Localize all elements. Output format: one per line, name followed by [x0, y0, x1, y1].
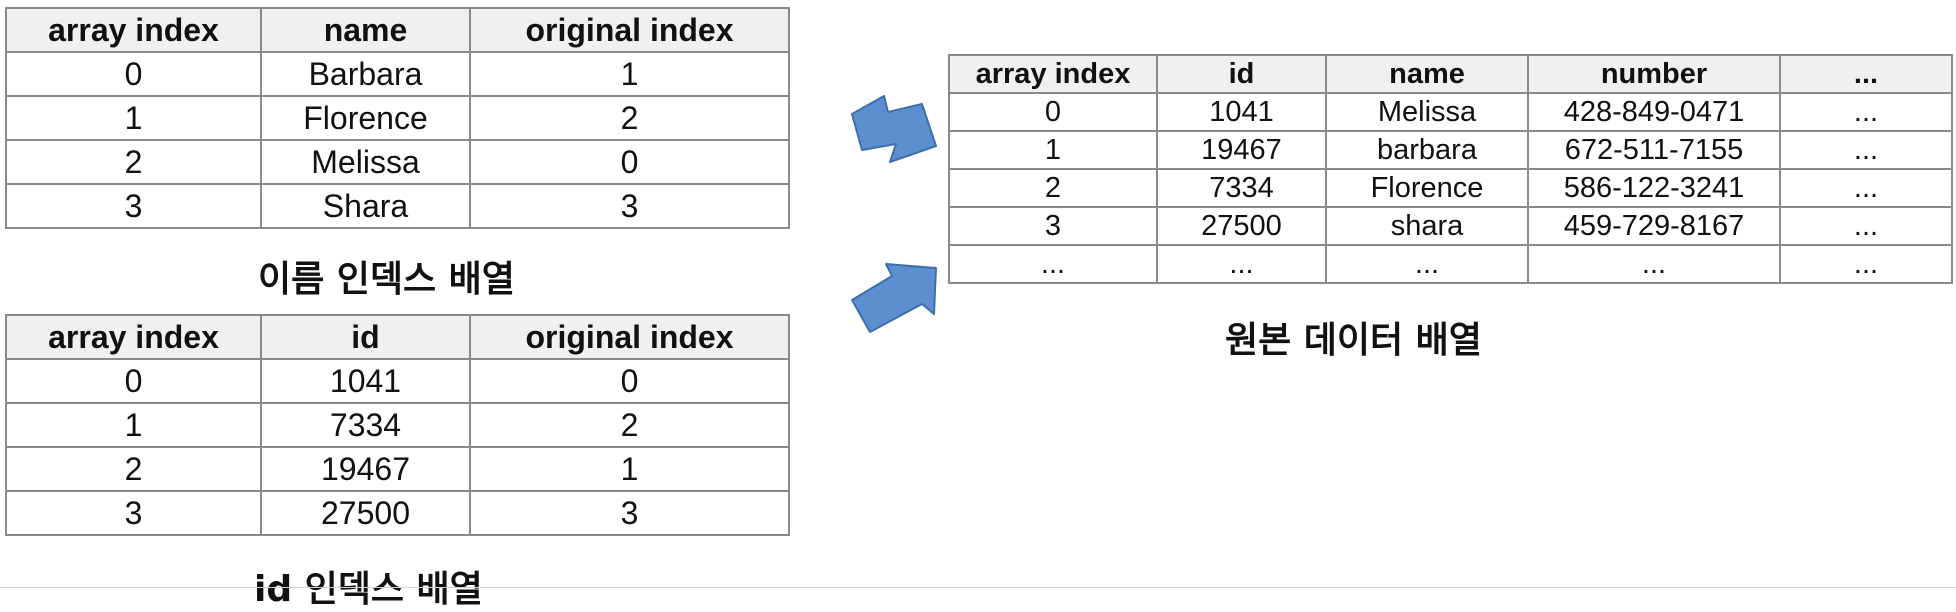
- cell: ...: [1779, 168, 1953, 208]
- cell: 2: [5, 139, 262, 185]
- header-id: id: [260, 314, 471, 360]
- table-row: 1 19467 barbara 672-511-7155 ...: [948, 130, 1953, 170]
- table-header-row: array index name original index: [5, 7, 790, 53]
- cell: 0: [5, 51, 262, 97]
- header-original-index: original index: [469, 314, 790, 360]
- arrow-shape: [851, 263, 937, 333]
- table-row: 2 Melissa 0: [5, 139, 790, 185]
- table-row: 0 Barbara 1: [5, 51, 790, 97]
- arrow-shape: [851, 95, 937, 163]
- cell: 459-729-8167: [1527, 206, 1781, 246]
- cell: ...: [1779, 244, 1953, 284]
- cell: ...: [1779, 130, 1953, 170]
- cell: 3: [5, 183, 262, 229]
- cell: 1: [469, 51, 790, 97]
- cell: 2: [469, 402, 790, 448]
- cell: 428-849-0471: [1527, 92, 1781, 132]
- cell: 0: [5, 358, 262, 404]
- name-index-table: array index name original index 0 Barbar…: [5, 7, 790, 229]
- cell: 1041: [260, 358, 471, 404]
- cell: ...: [1527, 244, 1781, 284]
- cell: shara: [1325, 206, 1529, 246]
- table-row: 3 27500 3: [5, 490, 790, 536]
- cell: ...: [1779, 92, 1953, 132]
- name-index-caption: 이름 인덱스 배열: [258, 259, 515, 300]
- cell: 2: [948, 168, 1158, 208]
- table-row: 3 Shara 3: [5, 183, 790, 229]
- cell: 3: [5, 490, 262, 536]
- header-name: name: [260, 7, 471, 53]
- cell: ...: [1156, 244, 1327, 284]
- cell: Shara: [260, 183, 471, 229]
- cell: ...: [1325, 244, 1529, 284]
- id-index-caption: id 인덱스 배열: [254, 569, 483, 610]
- original-data-caption: 원본 데이터 배열: [1225, 320, 1482, 361]
- header-array-index: array index: [5, 314, 262, 360]
- header-array-index: array index: [5, 7, 262, 53]
- header-id: id: [1156, 54, 1327, 94]
- id-index-table: array index id original index 0 1041 0 1…: [5, 314, 790, 536]
- cell: ...: [948, 244, 1158, 284]
- cell: 7334: [1156, 168, 1327, 208]
- header-original-index: original index: [469, 7, 790, 53]
- header-array-index: array index: [948, 54, 1158, 94]
- cell: 0: [469, 358, 790, 404]
- cell: 0: [469, 139, 790, 185]
- cell: 3: [469, 490, 790, 536]
- cell: Barbara: [260, 51, 471, 97]
- header-number: number: [1527, 54, 1781, 94]
- bottom-divider: [0, 587, 1956, 588]
- original-data-table: array index id name number ... 0 1041 Me…: [948, 54, 1953, 284]
- cell: Florence: [260, 95, 471, 141]
- cell: 7334: [260, 402, 471, 448]
- cell: 27500: [260, 490, 471, 536]
- table-header-row: array index id original index: [5, 314, 790, 360]
- cell: 672-511-7155: [1527, 130, 1781, 170]
- table-row: 0 1041 Melissa 428-849-0471 ...: [948, 92, 1953, 132]
- cell: 1: [5, 95, 262, 141]
- cell: 3: [948, 206, 1158, 246]
- cell: Melissa: [1325, 92, 1529, 132]
- cell: 3: [469, 183, 790, 229]
- table-row: 3 27500 shara 459-729-8167 ...: [948, 206, 1953, 246]
- right-arrow-icon: [851, 263, 937, 333]
- table-row: 1 7334 2: [5, 402, 790, 448]
- cell: 1: [469, 446, 790, 492]
- cell: 19467: [260, 446, 471, 492]
- cell: Melissa: [260, 139, 471, 185]
- cell: 0: [948, 92, 1158, 132]
- cell: ...: [1779, 206, 1953, 246]
- table-row: ... ... ... ... ...: [948, 244, 1953, 284]
- table-row: 1 Florence 2: [5, 95, 790, 141]
- right-arrow-icon: [851, 95, 937, 163]
- header-name: name: [1325, 54, 1529, 94]
- cell: 27500: [1156, 206, 1327, 246]
- cell: 2: [5, 446, 262, 492]
- cell: 1: [948, 130, 1158, 170]
- cell: 1041: [1156, 92, 1327, 132]
- header-more: ...: [1779, 54, 1953, 94]
- table-row: 2 19467 1: [5, 446, 790, 492]
- cell: 19467: [1156, 130, 1327, 170]
- cell: 586-122-3241: [1527, 168, 1781, 208]
- table-row: 2 7334 Florence 586-122-3241 ...: [948, 168, 1953, 208]
- table-header-row: array index id name number ...: [948, 54, 1953, 94]
- cell: Florence: [1325, 168, 1529, 208]
- cell: barbara: [1325, 130, 1529, 170]
- cell: 2: [469, 95, 790, 141]
- table-row: 0 1041 0: [5, 358, 790, 404]
- cell: 1: [5, 402, 262, 448]
